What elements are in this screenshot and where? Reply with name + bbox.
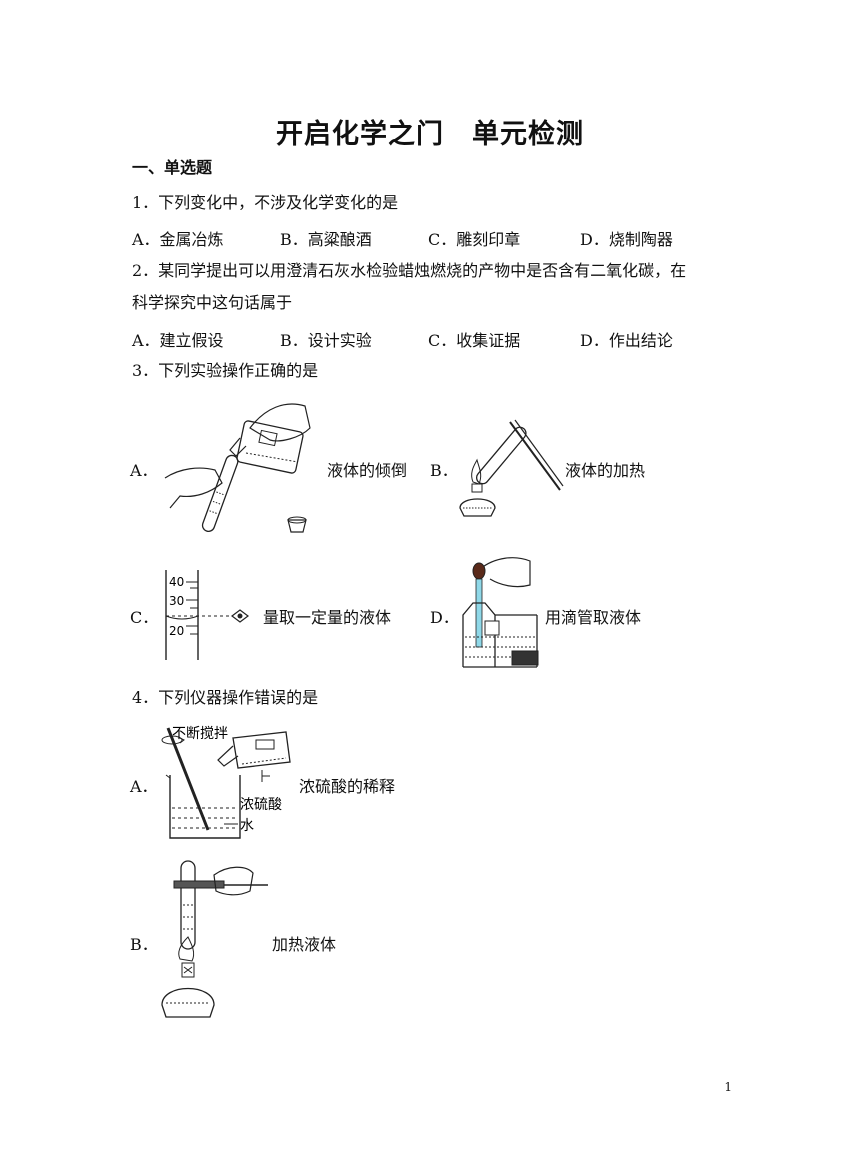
heating-tube-figure (161, 860, 268, 1018)
acid-dilution-figure: 不断搅拌 浓硫酸 水 (161, 726, 291, 839)
pouring-liquid-figure (164, 403, 311, 533)
q3-option-c-caption: 量取一定量的液体 (263, 608, 392, 627)
question-4-stem: 4．下列仪器操作错误的是 (132, 688, 319, 707)
graduated-cylinder-figure: 40 30 20 (165, 570, 249, 660)
q1-option-c: C．雕刻印章 (428, 230, 521, 249)
q1-option-d: D．烧制陶器 (580, 230, 673, 249)
q2-option-b: B．设计实验 (280, 331, 372, 350)
question-1-stem: 1．下列变化中，不涉及化学变化的是 (132, 193, 399, 212)
label-stir: 不断搅拌 (172, 726, 228, 742)
question-3-stem: 3．下列实验操作正确的是 (132, 361, 319, 380)
q3-option-b-caption: 液体的加热 (565, 461, 646, 480)
question-2-stem-line1: 2．某同学提出可以用澄清石灰水检验蜡烛燃烧的产物中是否含有二氧化碳，在 (132, 261, 687, 280)
q4-option-a-caption: 浓硫酸的稀释 (299, 777, 396, 796)
page-title: 开启化学之门 单元检测 (276, 119, 584, 150)
q4-option-b-letter: B． (130, 935, 158, 954)
cylinder-mark-30: 30 (169, 594, 184, 608)
q3-option-d-letter: D． (430, 608, 459, 627)
q2-option-d: D．作出结论 (580, 331, 673, 350)
cylinder-mark-40: 40 (169, 575, 184, 589)
question-2-stem-line2: 科学探究中这句话属于 (132, 293, 293, 312)
section-heading: 一、单选题 (132, 158, 213, 177)
q4-option-a-letter: A． (130, 777, 158, 796)
heating-liquid-figure (459, 419, 564, 517)
q3-option-c-letter: C． (130, 608, 159, 627)
q1-option-b: B．高粱酿酒 (280, 230, 372, 249)
q2-option-c: C．收集证据 (428, 331, 521, 350)
q4-option-b-caption: 加热液体 (272, 935, 337, 954)
cylinder-mark-20: 20 (169, 624, 184, 638)
q1-option-a: A．金属冶炼 (132, 230, 224, 249)
dropper-bottle-figure (462, 557, 539, 668)
label-acid: 浓硫酸 (240, 797, 282, 813)
label-water: 水 (240, 818, 254, 834)
q3-option-d-caption: 用滴管取液体 (545, 608, 642, 627)
q3-option-a-letter: A． (130, 461, 158, 480)
q3-option-b-letter: B． (430, 461, 458, 480)
q3-option-a-caption: 液体的倾倒 (327, 461, 408, 480)
page-number: 1 (724, 1080, 732, 1094)
q2-option-a: A．建立假设 (132, 331, 224, 350)
